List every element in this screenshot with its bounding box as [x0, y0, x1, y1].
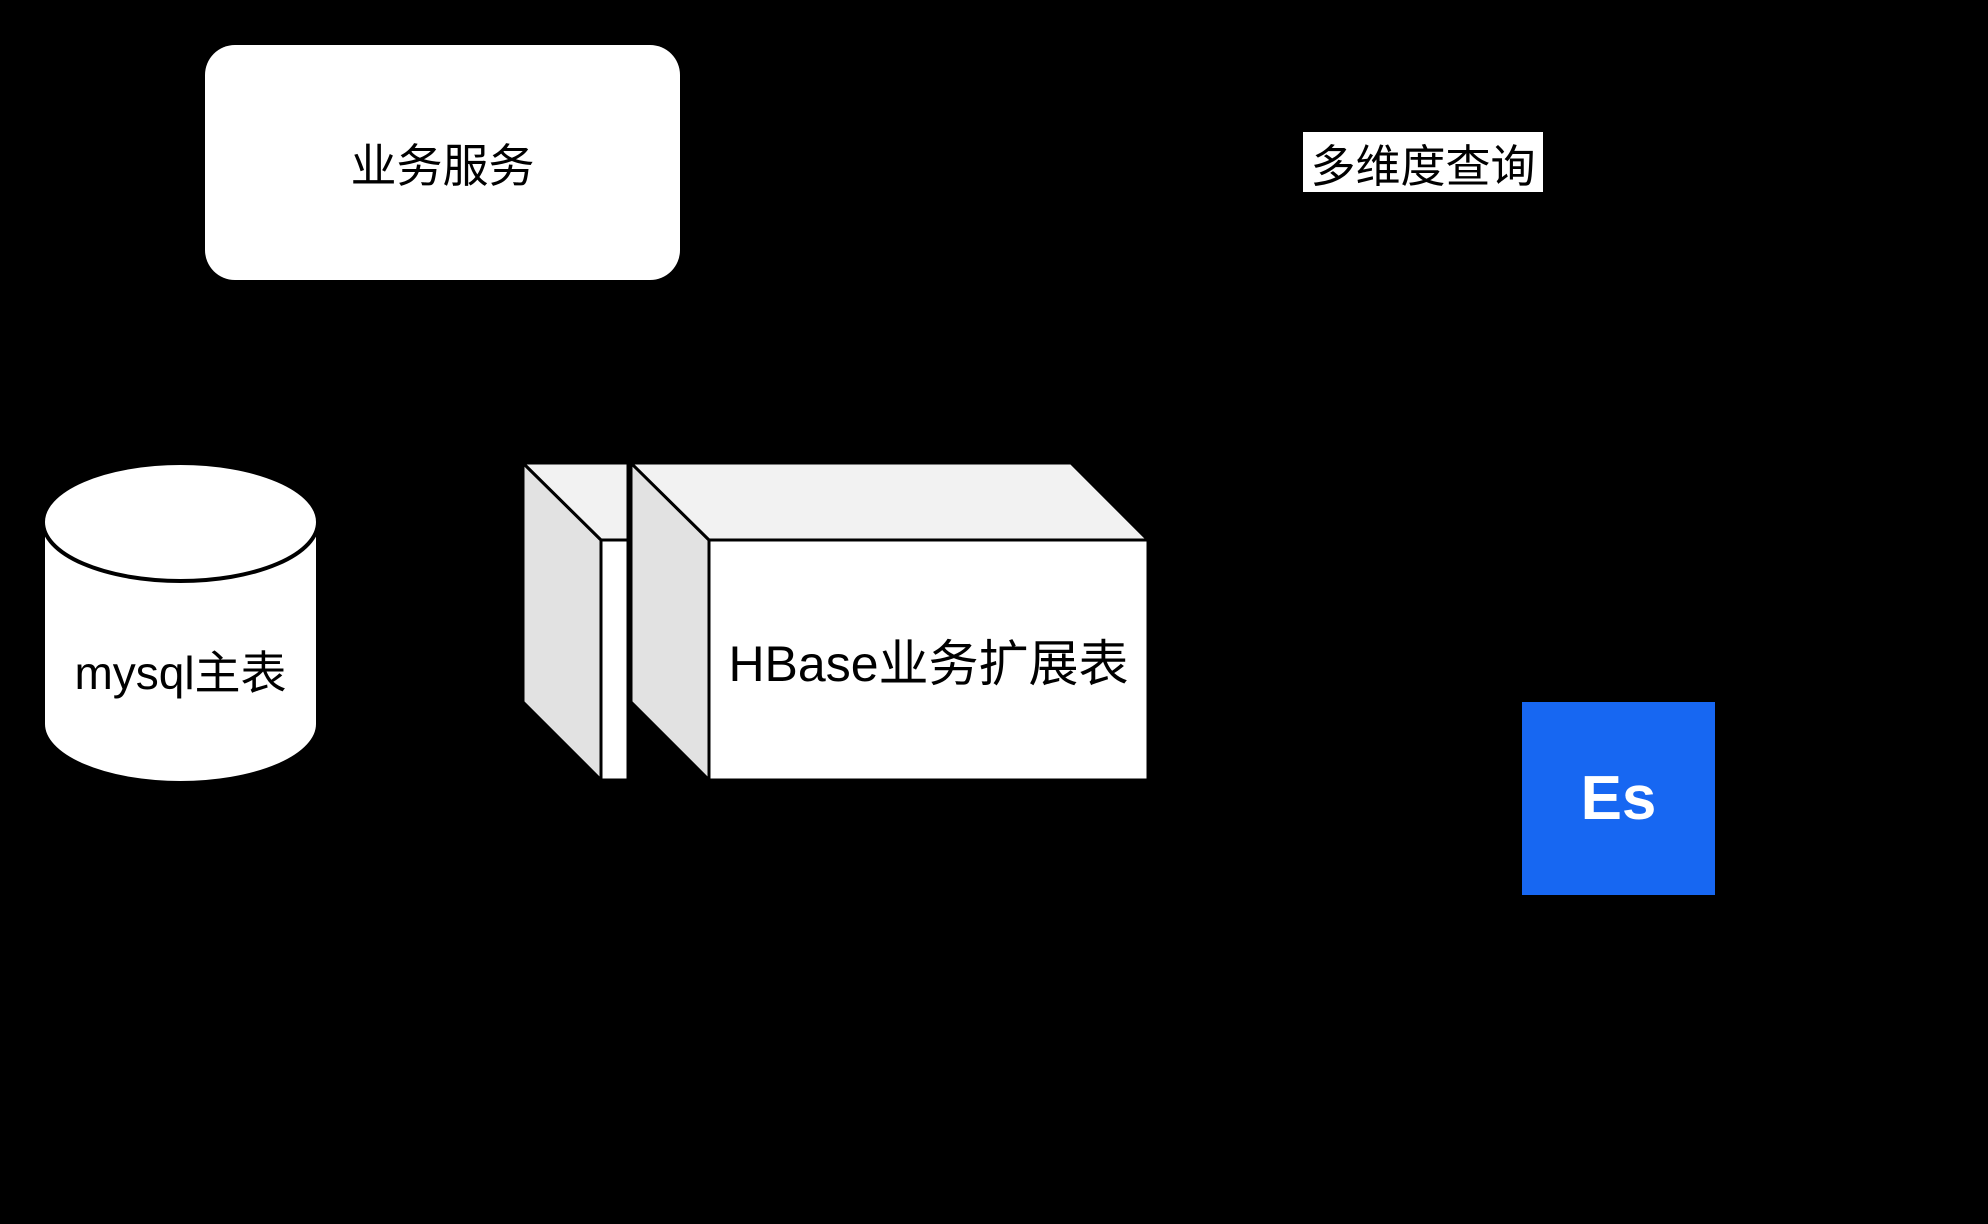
mysql-cylinder-top-arc: [41, 521, 320, 583]
hbase-main-box-front-face: [707, 538, 1150, 782]
elasticsearch-node: Es: [1522, 702, 1715, 895]
hbase-thin-slab-shape: [519, 459, 630, 784]
mysql-cylinder-shape: [41, 461, 320, 785]
hbase-main-box-top-face: [627, 461, 1152, 542]
elasticsearch-label: Es: [1580, 764, 1657, 833]
mysql-cylinder-body: [41, 461, 320, 785]
business-service-label: 业务服务: [350, 139, 535, 192]
multi-dimension-query-label: 多维度查询: [1303, 132, 1543, 192]
hbase-thin-slab-front-face: [599, 538, 630, 782]
business-service-node: 业务服务: [205, 45, 680, 280]
multi-dimension-query-text: 多维度查询: [1310, 140, 1536, 192]
mysql-main-table-label: mysql主表: [74, 647, 287, 699]
hbase-main-box-shape: [627, 459, 1152, 784]
hbase-extension-table-label: HBase业务扩展表: [728, 636, 1129, 692]
